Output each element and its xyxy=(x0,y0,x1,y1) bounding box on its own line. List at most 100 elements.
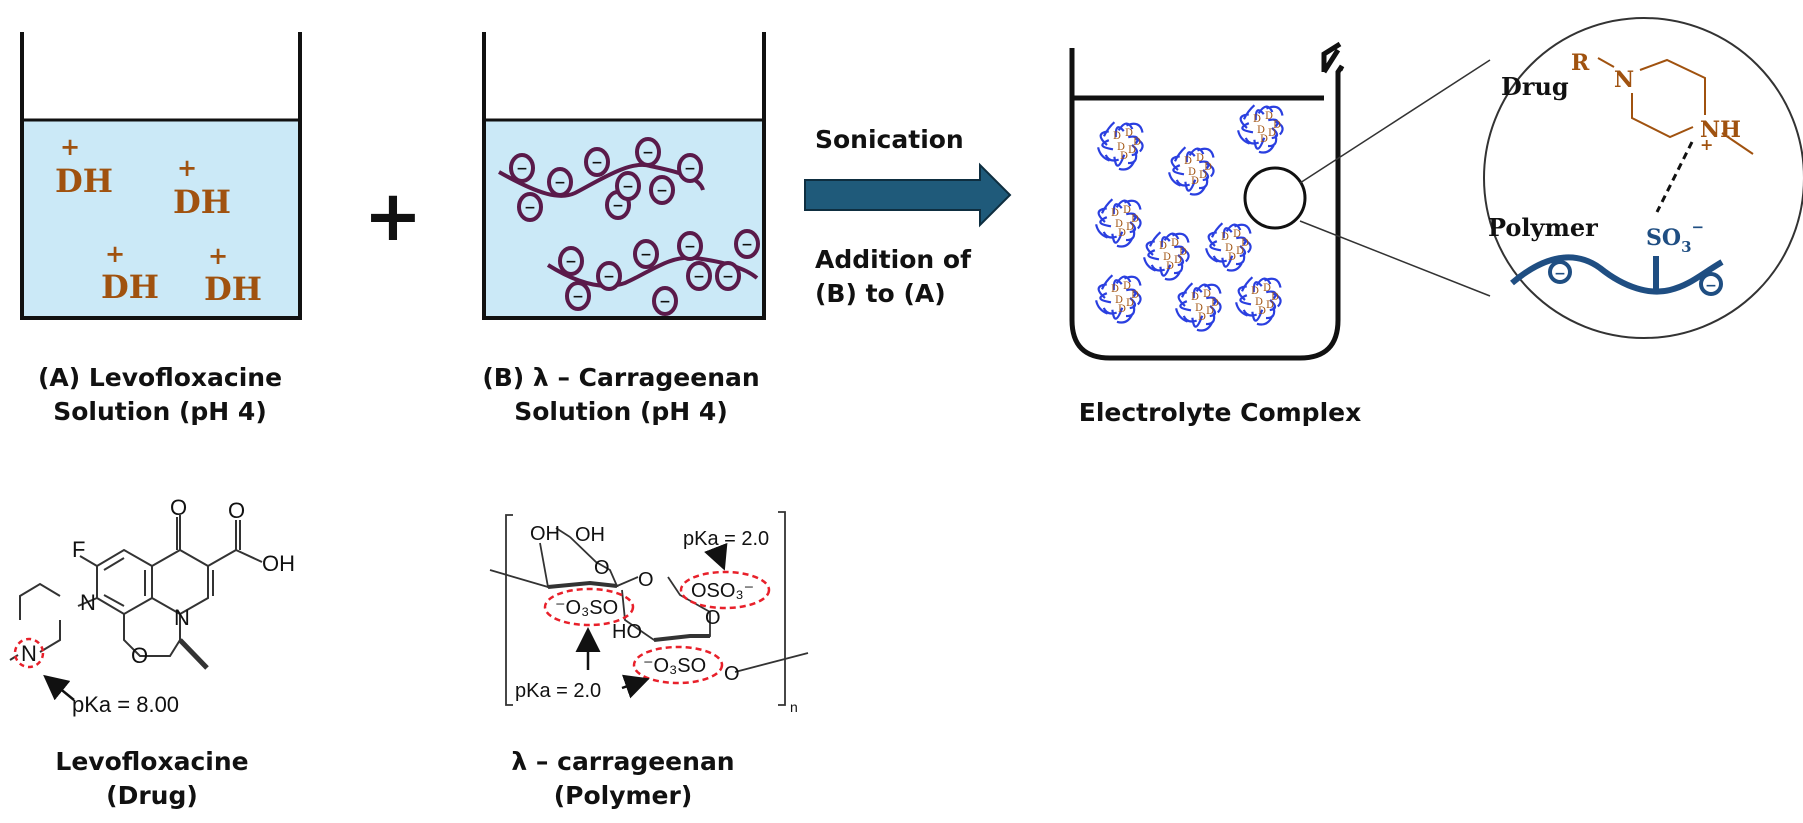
polymer-label: Polymer xyxy=(1488,213,1598,242)
svg-text:D: D xyxy=(1128,145,1136,156)
dh-label: DH xyxy=(204,270,262,308)
svg-text:−: − xyxy=(1705,278,1717,294)
carrageenan-structure xyxy=(489,511,809,706)
chain-bond-right xyxy=(734,652,809,673)
pka-label-bottom: pKa = 2.0 xyxy=(515,680,601,702)
beaker-b-caption-line1: (B) λ – Carrageenan xyxy=(482,363,759,392)
atom-f: F xyxy=(72,537,85,562)
svg-text:D: D xyxy=(1211,298,1219,309)
so3-label: SO3− xyxy=(1646,218,1704,256)
anion: − xyxy=(633,239,659,269)
anion: − xyxy=(715,261,741,291)
beaker-a: + DH + DH + DH + DH xyxy=(20,32,302,320)
svg-text:−: − xyxy=(516,161,528,177)
sulfate-highlight-2 xyxy=(679,570,771,610)
svg-text:D: D xyxy=(1111,208,1119,219)
beaker-a-caption-line2: Solution (pH 4) xyxy=(53,397,267,426)
anion: − xyxy=(734,229,760,259)
repeat-subscript-n: n xyxy=(790,699,798,715)
pka-highlight-circle xyxy=(13,637,45,669)
pka-arrow xyxy=(621,674,650,699)
svg-text:D: D xyxy=(1118,228,1126,239)
svg-text:D: D xyxy=(1228,252,1236,263)
svg-text:D: D xyxy=(1126,298,1134,309)
svg-text:−: − xyxy=(640,247,652,263)
anion: − xyxy=(596,261,622,291)
sulfate-highlight-1 xyxy=(543,587,635,627)
svg-text:D: D xyxy=(1195,303,1203,314)
svg-text:D: D xyxy=(1221,232,1229,243)
plus-charge: + xyxy=(60,132,80,161)
atom-ring-o-1: O xyxy=(594,557,610,579)
dh-label: DH xyxy=(173,183,231,221)
zoom-selection-circle xyxy=(1243,166,1307,230)
piperazine-ring xyxy=(19,582,98,653)
svg-text:D: D xyxy=(1174,255,1182,266)
pyridone-ring xyxy=(151,515,209,615)
svg-text:D: D xyxy=(1120,151,1128,162)
atom-o-ether: O xyxy=(131,643,148,668)
svg-text:D: D xyxy=(1131,214,1139,225)
anion: − xyxy=(558,246,584,276)
svg-text:D: D xyxy=(1260,134,1268,145)
svg-text:D: D xyxy=(1118,304,1126,315)
drug-ion: + DH xyxy=(173,153,231,221)
atom-o-acid: O xyxy=(228,498,245,523)
ionic-interaction-line xyxy=(1655,141,1694,213)
beaker-b-caption-line2: Solution (pH 4) xyxy=(514,397,728,426)
anion: − xyxy=(547,167,573,197)
atom-ring-o-2: O xyxy=(705,607,721,629)
sugar-ring-2-front xyxy=(653,634,710,642)
carboxyl-group xyxy=(207,520,263,567)
methyl-bond xyxy=(1721,132,1754,155)
atom-n-piperazine-2: N xyxy=(21,641,37,666)
addition-label-line2: (B) to (A) xyxy=(815,279,946,308)
methyl-wedge xyxy=(178,638,209,670)
svg-text:D: D xyxy=(1171,238,1179,249)
svg-text:D: D xyxy=(1191,292,1199,303)
chain-bond-left xyxy=(489,569,549,588)
svg-text:D: D xyxy=(1123,281,1131,292)
atom-n-piperazine-1: N xyxy=(80,590,96,615)
svg-text:D: D xyxy=(1123,205,1131,216)
bond xyxy=(1597,57,1615,68)
plus-sign: + xyxy=(364,175,423,257)
beaker-c-spout xyxy=(1321,41,1342,72)
drug-label: Drug xyxy=(1501,72,1569,101)
svg-text:−: − xyxy=(693,269,705,285)
svg-text:−: − xyxy=(1554,266,1566,282)
anion: − xyxy=(584,147,610,177)
atom-link-o: O xyxy=(724,663,740,685)
levofloxacin-caption-line1: Levofloxacine xyxy=(55,747,248,776)
n-atom-label: N xyxy=(1614,67,1634,93)
svg-text:−: − xyxy=(622,179,634,195)
svg-text:D: D xyxy=(1241,238,1249,249)
right-bracket xyxy=(778,511,786,706)
svg-text:D: D xyxy=(1179,247,1187,258)
anion: − xyxy=(686,261,712,291)
svg-text:−: − xyxy=(684,161,696,177)
atom-ho: HO xyxy=(612,621,642,643)
sulfate-group-2: OSO₃⁻ xyxy=(691,580,754,602)
nh-charge-label: + xyxy=(1700,135,1713,154)
r-group-label: R xyxy=(1571,50,1590,76)
svg-text:D: D xyxy=(1199,170,1207,181)
svg-text:−: − xyxy=(603,269,615,285)
svg-text:D: D xyxy=(1133,137,1141,148)
anion: − xyxy=(615,171,641,201)
beaker-b: −−−−−−−−−−−−−−−−−− xyxy=(482,32,766,320)
pka-arrow xyxy=(43,674,75,701)
dh-label: DH xyxy=(101,268,159,306)
svg-text:D: D xyxy=(1163,252,1171,263)
beaker-a-solution xyxy=(22,120,300,318)
sulfate-group-1: ⁻O₃SO xyxy=(555,597,618,619)
svg-text:−: − xyxy=(524,200,536,216)
svg-text:D: D xyxy=(1113,131,1121,142)
aromatic-bonds xyxy=(103,557,146,607)
svg-text:D: D xyxy=(1206,306,1214,317)
